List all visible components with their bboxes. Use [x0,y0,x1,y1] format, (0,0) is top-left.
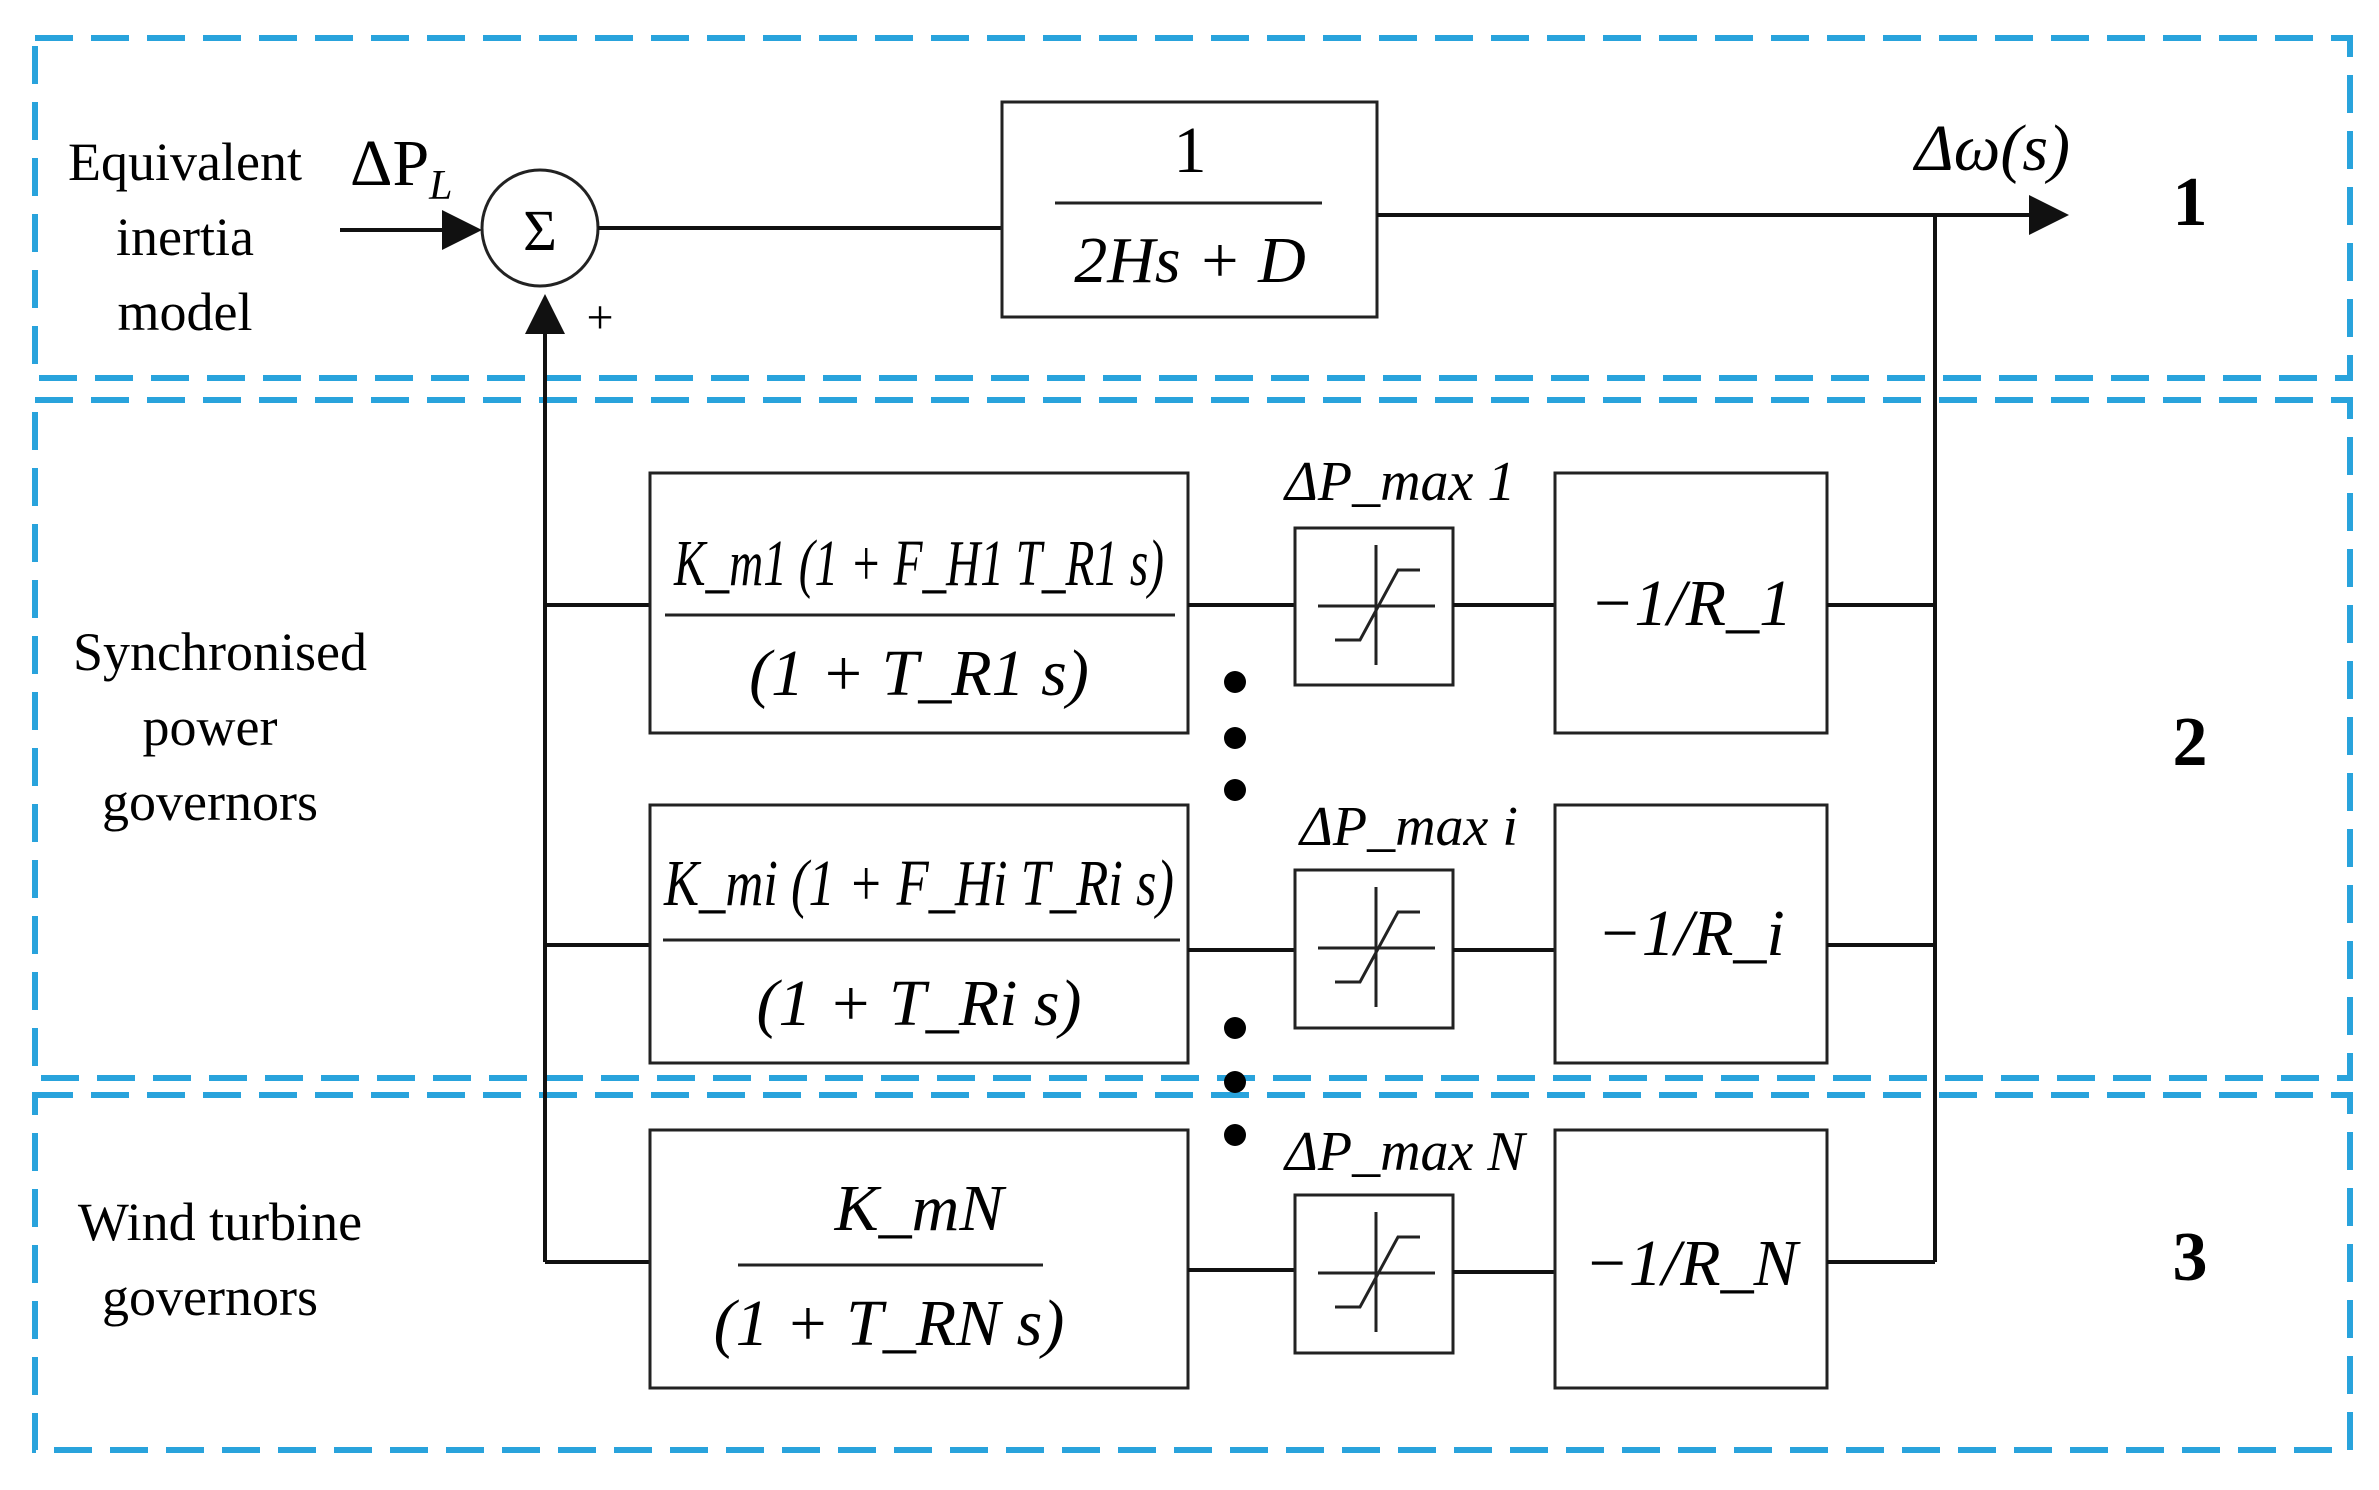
ellipsis-dot [1224,1071,1246,1093]
svg-text:Equivalent: Equivalent [68,132,302,192]
governor-block-1 [648,471,1190,735]
governor-N-numerator: K_mN [834,1172,1008,1245]
region-2-label: Synchronised power governors [73,622,367,832]
governor-i-numerator: K_mi (1 + F_Hi T_Ri s) [663,847,1174,920]
branch-N: K_mN (1 + T_RN s) ΔP_max N −1/R_N [545,1121,1935,1390]
summing-junction: Σ [480,168,600,288]
branch-i: K_mi (1 + F_Hi T_Ri s) (1 + T_Ri s) ΔP_m… [545,796,1935,1065]
ellipsis-dot [1224,1017,1246,1039]
droop-block-i [1553,803,1829,1065]
region-1-number: 1 [2173,164,2208,241]
region-3-number: 3 [2173,1219,2208,1296]
region-3-label: Wind turbine governors [78,1192,362,1327]
svg-text:Σ: Σ [523,198,557,263]
inertia-numerator: 1 [1174,114,1207,187]
governor-1-numerator: K_m1 (1 + F_H1 T_R1 s) [673,527,1164,600]
droop-N: −1/R_N [1584,1227,1801,1300]
ellipsis-dot [1224,727,1246,749]
ellipsis-dot [1224,779,1246,801]
governor-i-denominator: (1 + T_Ri s) [756,967,1081,1040]
limit-label-1: ΔP_max 1 [1283,451,1515,513]
svg-text:governors: governors [102,772,318,832]
droop-i: −1/R_i [1597,897,1785,970]
region-2-border [32,397,2353,1081]
svg-text:Wind turbine: Wind turbine [78,1192,362,1252]
governor-1-denominator: (1 + T_R1 s) [749,637,1089,710]
inertia-denominator: 2Hs + D [1074,224,1306,297]
output-signal-label: Δω(s) [1912,112,2070,185]
region-3-border [32,1092,2353,1453]
sum-plus-sign: + [586,291,613,344]
ellipsis-dot [1224,1124,1246,1146]
region-2-number: 2 [2173,704,2208,781]
limit-label-i: ΔP_max i [1298,796,1518,858]
droop-block-1 [1553,471,1829,735]
governor-block-N [648,1128,1190,1390]
input-signal-label: ΔPL [350,127,453,209]
limit-label-N: ΔP_max N [1283,1121,1527,1183]
svg-text:governors: governors [102,1267,318,1327]
governor-block-i [648,803,1190,1065]
branch-1: K_m1 (1 + F_H1 T_R1 s) (1 + T_R1 s) ΔP_m… [545,451,1935,735]
region-1-border [32,35,2353,381]
ellipsis-dot [1224,671,1246,693]
inertia-block [1000,100,1379,319]
svg-text:inertia: inertia [116,207,254,267]
region-1-label: Equivalent inertia model [68,132,302,342]
droop-1: −1/R_1 [1590,567,1792,640]
governor-N-denominator: (1 + T_RN s) [714,1287,1065,1360]
svg-text:model: model [118,282,253,342]
droop-block-N [1553,1128,1829,1390]
svg-text:power: power [143,697,278,757]
svg-text:Synchronised: Synchronised [73,622,367,682]
